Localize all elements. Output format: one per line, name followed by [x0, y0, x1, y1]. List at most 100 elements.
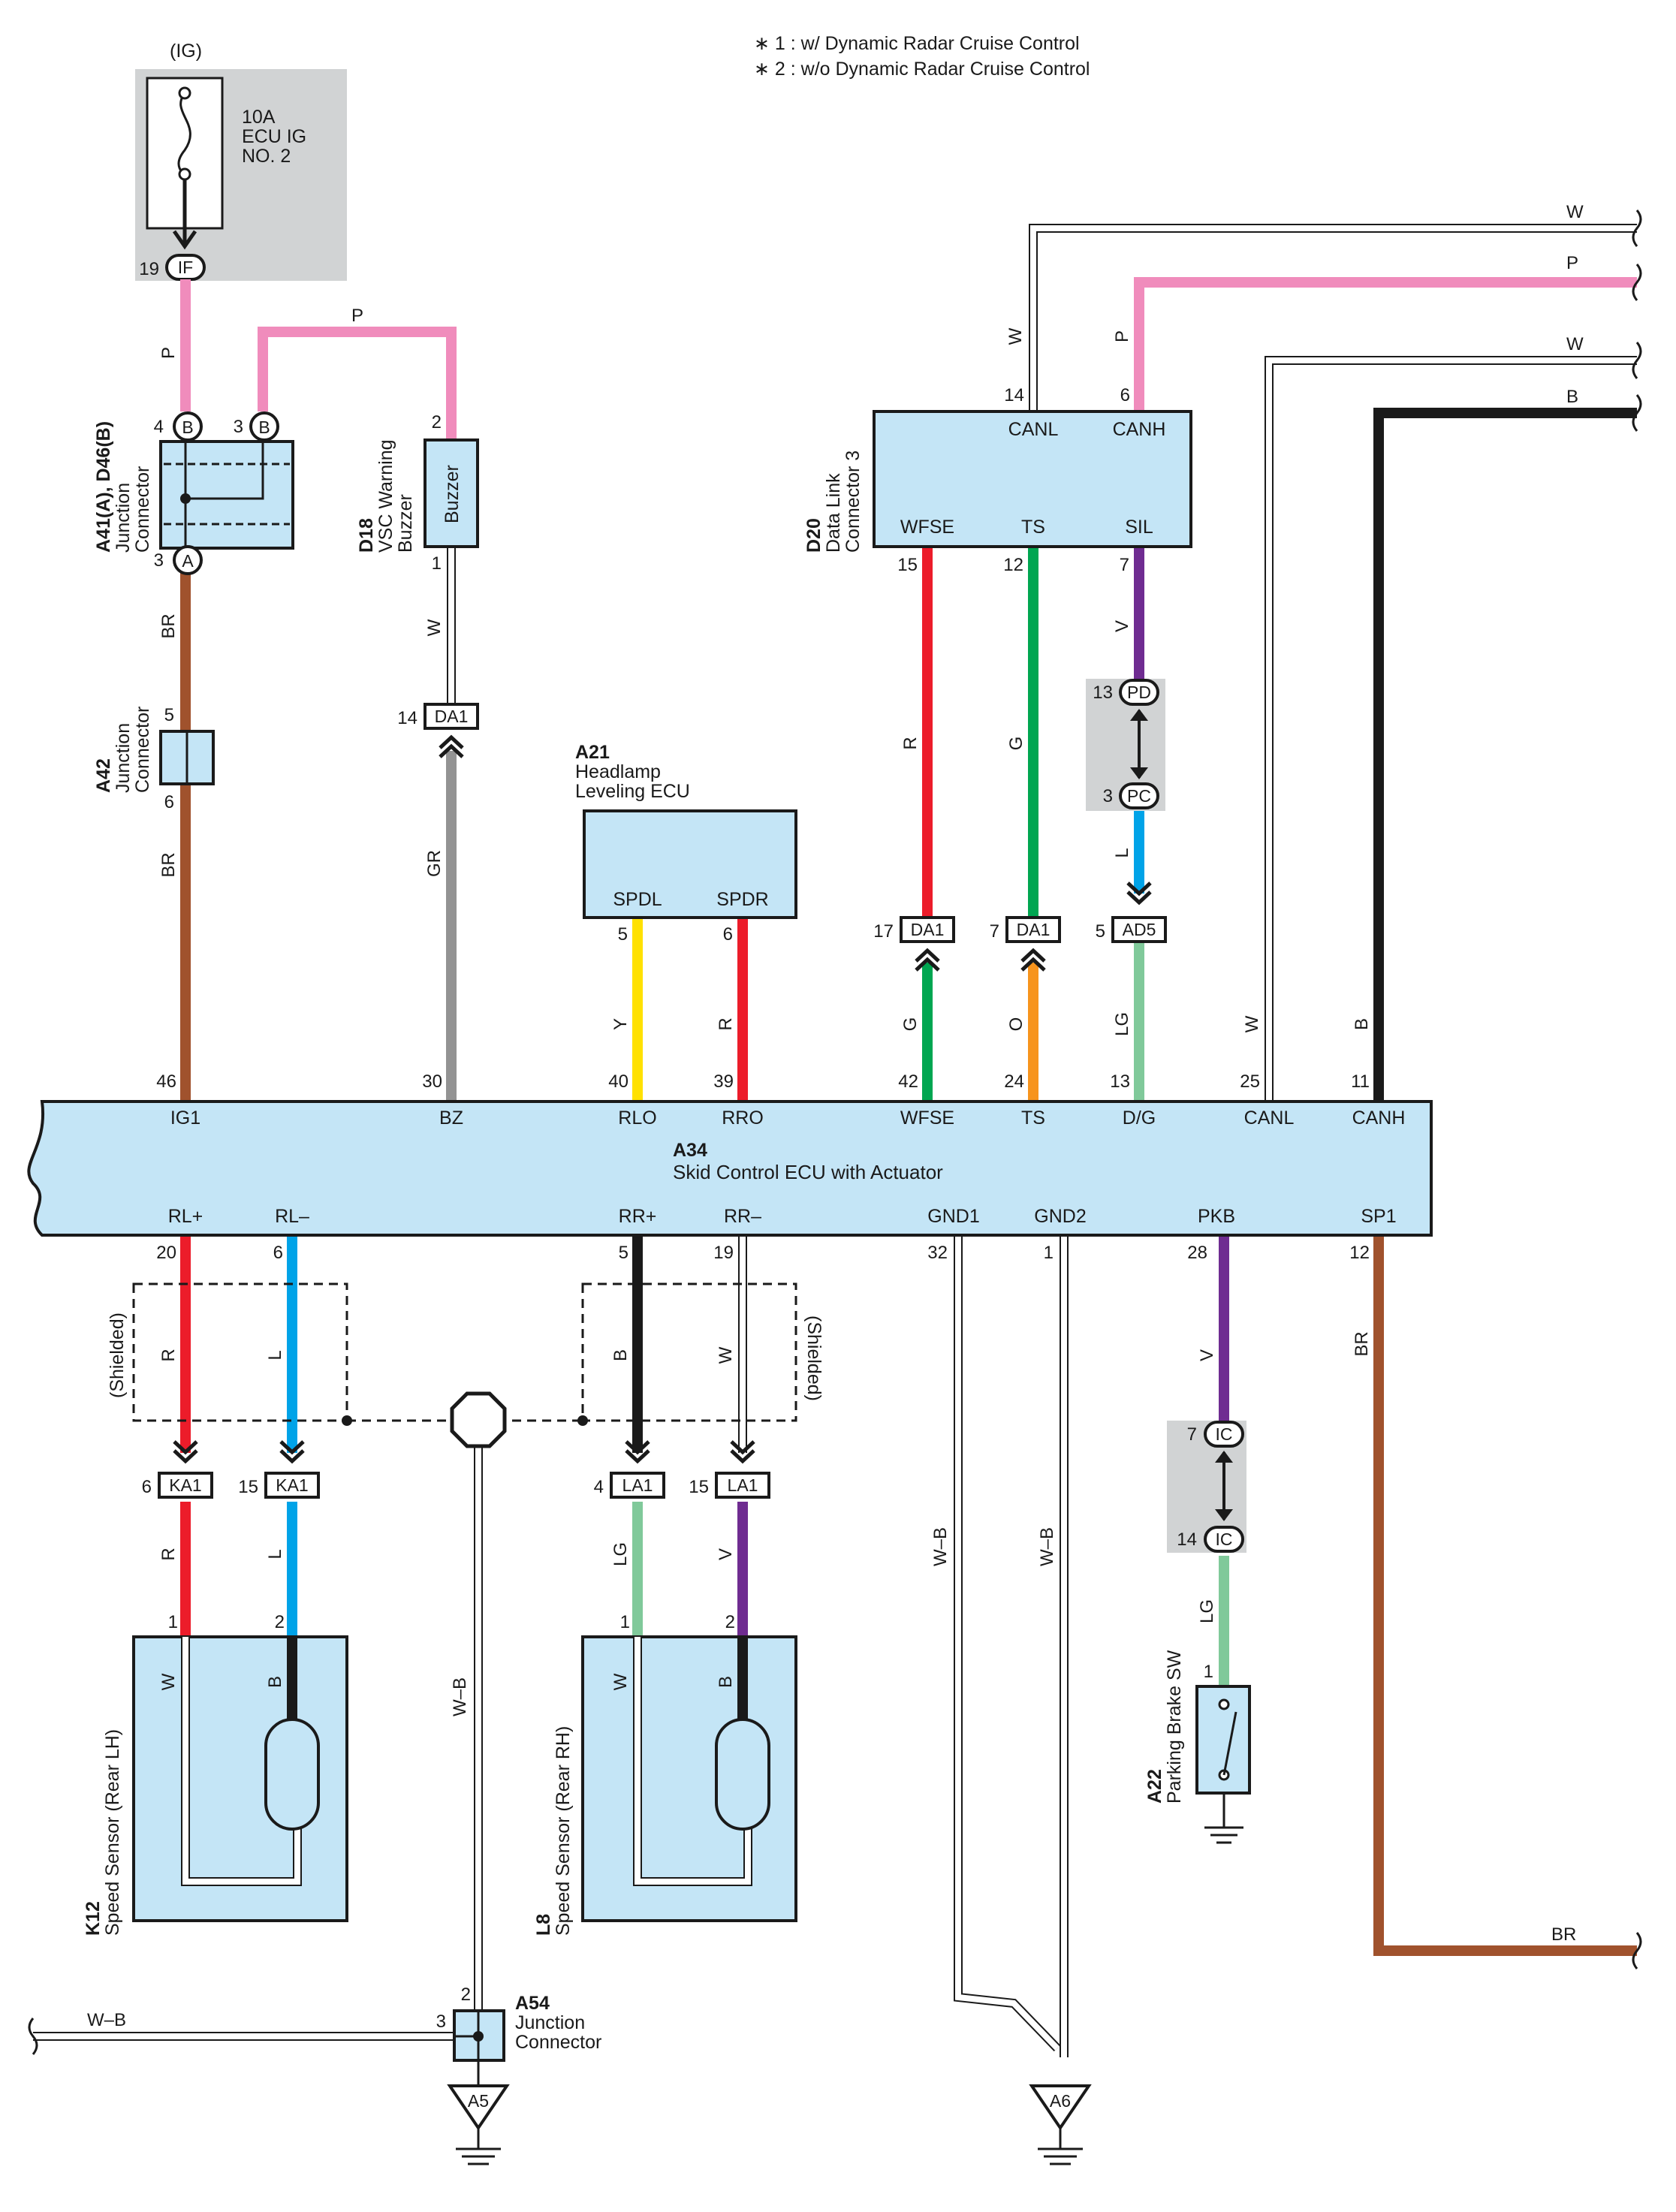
- shield-left: (Shielded): [107, 1282, 348, 1422]
- wire-label-b-canh-out: B: [1566, 387, 1578, 407]
- svg-text:1: 1: [1044, 1243, 1054, 1263]
- wire-label-br-1: BR: [158, 613, 179, 638]
- connector-la1-b: LA1 4: [594, 1440, 665, 1499]
- svg-text:A42: A42: [93, 758, 114, 793]
- svg-text:1: 1: [1204, 1662, 1213, 1682]
- svg-text:GND1: GND1: [927, 1206, 979, 1227]
- ground-a6: A6: [1029, 2084, 1092, 2165]
- wire-label-v-sil: V: [1112, 620, 1132, 632]
- wire-label-w-canl-dlc: W: [1005, 327, 1026, 345]
- svg-text:RR+: RR+: [619, 1206, 657, 1227]
- headlamp-leveling-ecu-a21: A21 Headlamp Leveling ECU SPDL SPDR 5 6: [575, 742, 797, 945]
- svg-text:PKB: PKB: [1198, 1206, 1235, 1227]
- svg-text:39: 39: [713, 1071, 734, 1092]
- connector-la1-w: LA1 15: [689, 1440, 770, 1499]
- svg-text:30: 30: [422, 1071, 442, 1092]
- svg-text:5: 5: [1096, 921, 1105, 942]
- svg-text:WFSE: WFSE: [900, 517, 954, 538]
- svg-text:6: 6: [723, 924, 733, 945]
- svg-text:3: 3: [234, 417, 243, 437]
- svg-text:A34: A34: [673, 1140, 707, 1161]
- svg-text:IC: IC: [1216, 1529, 1233, 1549]
- svg-text:6: 6: [142, 1477, 152, 1497]
- svg-text:TS: TS: [1021, 517, 1045, 538]
- svg-text:IG1: IG1: [170, 1108, 200, 1129]
- svg-text:A21: A21: [575, 742, 610, 763]
- svg-text:A54: A54: [515, 1993, 550, 2014]
- svg-text:D/G: D/G: [1123, 1108, 1156, 1129]
- svg-text:15: 15: [897, 555, 918, 575]
- svg-text:A41(A), D46(B): A41(A), D46(B): [93, 421, 114, 553]
- svg-text:1: 1: [432, 553, 442, 574]
- svg-text:WFSE: WFSE: [900, 1108, 954, 1129]
- connector-ka1-l: KA1 15: [238, 1440, 320, 1499]
- wire-label-w-canl-out: W: [1566, 202, 1584, 222]
- wire-label-l-rl: L: [265, 1350, 285, 1360]
- wire-label-g-ts: G: [1006, 737, 1026, 751]
- sensor-coil-icon: [264, 1718, 320, 1831]
- svg-text:BZ: BZ: [439, 1108, 463, 1129]
- svg-text:RL–: RL–: [275, 1206, 309, 1227]
- connector-ka1-r: KA1 6: [142, 1440, 213, 1499]
- svg-text:46: 46: [156, 1071, 176, 1092]
- wire-label-wb-left: W–B: [87, 2010, 126, 2030]
- wire-label-l-k12: L: [265, 1549, 285, 1559]
- wire-label-w-canl-ecu-out: W: [1566, 334, 1584, 354]
- svg-text:Headlamp: Headlamp: [575, 761, 661, 782]
- svg-text:15: 15: [238, 1477, 258, 1497]
- svg-text:13: 13: [1093, 683, 1113, 703]
- fuse-rating: 10A: [242, 107, 276, 128]
- svg-text:IC: IC: [1216, 1424, 1233, 1444]
- wire-label-br-sp1: BR: [1352, 1331, 1372, 1356]
- connector-pd-pc: PD 13 PC 3: [1086, 679, 1165, 811]
- svg-text:17: 17: [873, 921, 894, 942]
- svg-text:14: 14: [1177, 1529, 1197, 1550]
- svg-text:W: W: [158, 1673, 179, 1690]
- wire-label-wb-gnd2: W–B: [1037, 1527, 1057, 1566]
- svg-text:Speed Sensor (Rear RH): Speed Sensor (Rear RH): [553, 1726, 574, 1936]
- parking-brake-switch-a22: 1 A22 Parking Brake SW: [1144, 1650, 1251, 1844]
- svg-text:11: 11: [1351, 1071, 1370, 1092]
- svg-text:RRO: RRO: [722, 1108, 764, 1129]
- svg-text:A6: A6: [1050, 2091, 1071, 2111]
- ecu-top-pins: IG1 46 BZ 30 RLO 40 RRO 39 WFSE 42 TS 24…: [156, 1071, 1405, 1129]
- note-2: ∗ 2 : w/o Dynamic Radar Cruise Control: [754, 59, 1090, 80]
- skid-control-ecu-a34: A34 Skid Control ECU with Actuator: [27, 1100, 1433, 1237]
- connector-da1-ts: DA1 7: [990, 916, 1061, 972]
- wire-label-p-canh-out: P: [1566, 253, 1578, 273]
- svg-text:28: 28: [1187, 1243, 1207, 1263]
- svg-text:D18: D18: [356, 518, 377, 553]
- svg-text:32: 32: [927, 1243, 948, 1263]
- wire-label-w-canl-ecu: W: [1242, 1015, 1262, 1032]
- wire-label-v-l8: V: [716, 1548, 736, 1560]
- svg-text:CANH: CANH: [1352, 1108, 1406, 1129]
- svg-text:AD5: AD5: [1123, 920, 1156, 939]
- svg-text:40: 40: [608, 1071, 628, 1092]
- svg-text:Connector: Connector: [515, 2032, 601, 2053]
- svg-text:42: 42: [898, 1071, 918, 1092]
- svg-text:6: 6: [273, 1243, 283, 1263]
- vsc-warning-buzzer-d18: Buzzer 2 1 D18 VSC Warning Buzzer: [356, 412, 479, 574]
- svg-text:24: 24: [1004, 1071, 1024, 1092]
- svg-text:4: 4: [594, 1477, 604, 1497]
- svg-text:L8: L8: [533, 1914, 554, 1936]
- svg-text:Junction: Junction: [113, 723, 134, 793]
- svg-text:3: 3: [436, 2012, 446, 2032]
- connector-da1-wfse: DA1 17: [873, 916, 955, 972]
- svg-text:A5: A5: [468, 2091, 489, 2111]
- svg-text:Buzzer: Buzzer: [442, 465, 463, 523]
- svg-text:DA1: DA1: [911, 920, 945, 939]
- svg-text:Connector: Connector: [132, 707, 153, 793]
- svg-text:LA1: LA1: [622, 1475, 653, 1495]
- junction-connector-a41: B B A 4 3 3 A41(A), D46(B) Junction Conn…: [93, 411, 294, 575]
- wire-label-p-1: P: [158, 347, 179, 359]
- wire-label-r-k12: R: [158, 1547, 179, 1560]
- svg-text:PC: PC: [1127, 786, 1151, 806]
- fuse-source: (IG): [170, 41, 202, 62]
- svg-text:15: 15: [689, 1477, 709, 1497]
- junction-connector-a42: 5 6 A42 Junction Connector: [93, 705, 215, 812]
- fuse-ecu-ig-no2: (IG) 10A ECU IG NO. 2: [135, 41, 347, 281]
- fuse-name1: ECU IG: [242, 126, 306, 147]
- svg-text:Skid Control ECU with Actuator: Skid Control ECU with Actuator: [673, 1161, 943, 1183]
